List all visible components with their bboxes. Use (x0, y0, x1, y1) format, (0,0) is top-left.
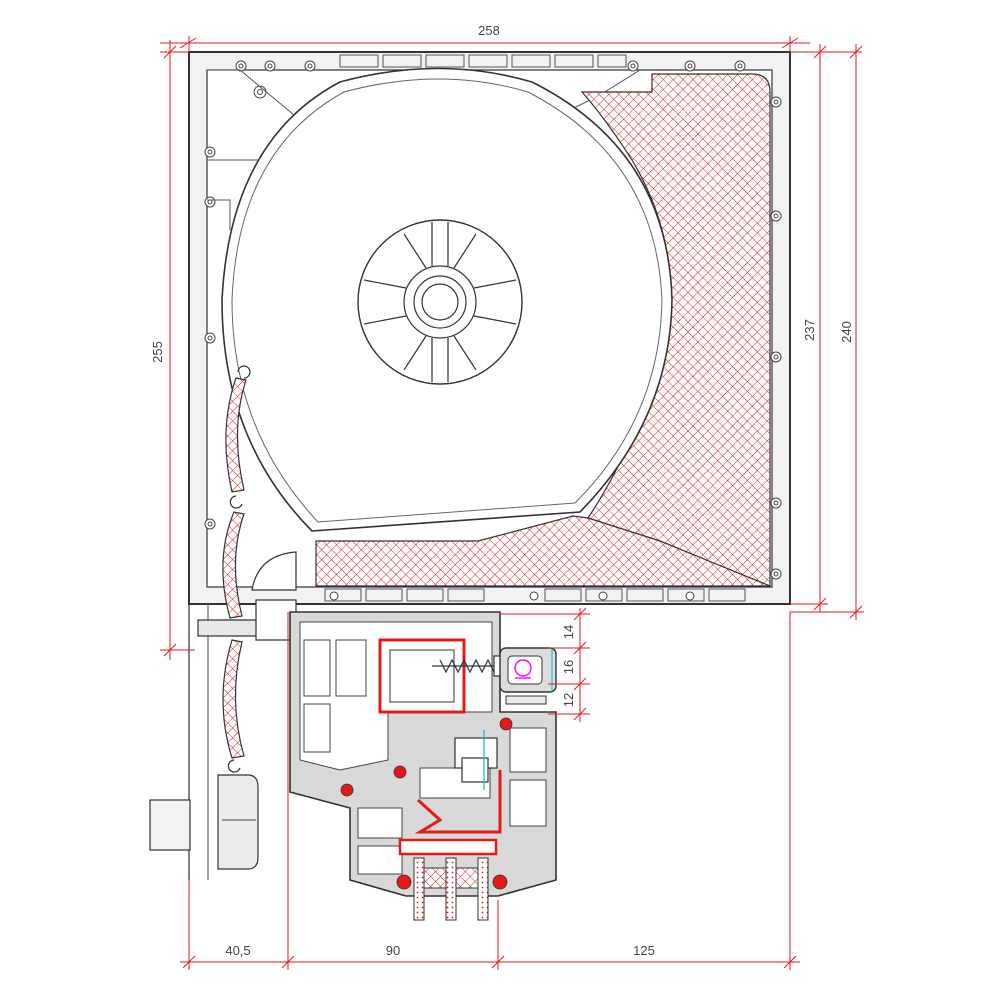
connector-detail (499, 647, 557, 705)
top-rail-slots (339, 54, 627, 68)
dim-detail-bottom: 12 (561, 693, 576, 707)
dim-detail-middle: 16 (561, 660, 576, 674)
dim-left-height: 255 (150, 341, 165, 363)
glass-panes (413, 857, 489, 921)
dimension-labels: 258 255 237 240 14 16 12 40,5 90 125 (150, 23, 854, 958)
dim-right-inner-height: 237 (802, 319, 817, 341)
wall-bracket (149, 604, 259, 880)
window-frame-profile (289, 611, 557, 921)
insulation-bottom (315, 515, 771, 587)
dim-top-width: 258 (478, 23, 500, 38)
dim-bottom-left: 40,5 (225, 943, 250, 958)
hub-spokes (363, 222, 517, 382)
gaskets (340, 717, 513, 890)
shutter-slats (222, 365, 251, 773)
dim-right-outer-height: 240 (839, 321, 854, 343)
roller-drum (221, 67, 673, 532)
glazing-bead (398, 838, 498, 856)
sash-reinforcement (414, 770, 502, 834)
dimension-lines (160, 36, 864, 970)
dim-bottom-middle: 90 (386, 943, 400, 958)
guide-rail (197, 551, 299, 641)
hardware-fitting (454, 730, 498, 790)
dim-detail-top: 14 (561, 625, 576, 639)
bottom-rail-slots (324, 588, 746, 602)
dim-bottom-right: 125 (633, 943, 655, 958)
